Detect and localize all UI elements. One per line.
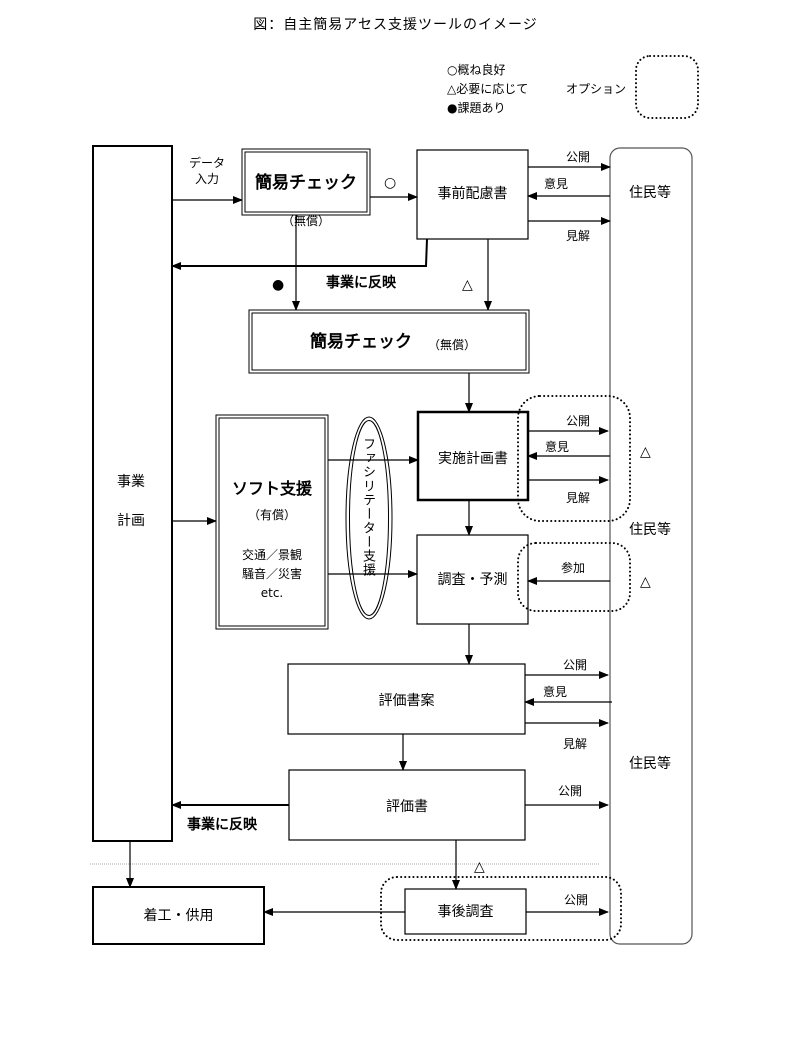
mark-issue: ●: [272, 277, 285, 293]
construction-box: [92, 886, 265, 945]
survey-label: 調査・予測: [437, 572, 508, 588]
facilitator-label: ファシリテーター支援: [360, 437, 375, 577]
legend-option-label: オプション: [566, 82, 627, 96]
option-region-impl: [517, 395, 631, 522]
soft-support-item-3: etc.: [260, 586, 284, 600]
data-input-label-2: 入力: [194, 172, 219, 186]
facilitator-ellipse: [345, 416, 393, 620]
simple-check-1-label: 簡易チェック: [255, 173, 357, 193]
legend-good: ○概ね良好: [447, 63, 506, 77]
soft-support-label: ソフト支援: [231, 479, 312, 498]
business-plan-label-2: 計画: [117, 513, 145, 529]
eval-draft-label: 評価書案: [378, 693, 435, 709]
option-region-survey: [517, 542, 631, 612]
mark-good: ○: [384, 175, 397, 191]
impl-plan-box: [416, 410, 530, 502]
draft-publish-label: 公開: [563, 658, 588, 672]
reflect-label-bottom: 事業に反映: [187, 817, 257, 833]
business-plan-label-1: 事業: [117, 474, 145, 490]
impl-view-label: 見解: [566, 491, 591, 505]
simple-check-2-box: [248, 309, 530, 374]
prior-view-label: 見解: [566, 229, 591, 243]
prior-publish-label: 公開: [566, 150, 591, 164]
soft-support-box: [215, 414, 329, 630]
post-survey-label: 事後調査: [437, 904, 494, 920]
simple-check-2-sub: （無償）: [428, 338, 477, 352]
option-region-post: [380, 876, 622, 941]
impl-plan-label: 実施計画書: [438, 451, 508, 467]
simple-check-1-sub: （無償）: [281, 214, 330, 228]
legend-issue: ●課題あり: [447, 101, 506, 115]
simple-check-2-label: 簡易チェック: [310, 332, 412, 352]
draft-opinion-label: 意見: [543, 685, 568, 699]
eval-draft-box: [287, 663, 526, 735]
survey-participate-label: 参加: [561, 561, 586, 575]
impl-opinion-label: 意見: [545, 440, 570, 454]
residents-label-2: 住民等: [629, 522, 671, 538]
diagram-title: 図：自主簡易アセス支援ツールのイメージ: [253, 17, 538, 33]
impl-publish-label: 公開: [566, 414, 591, 428]
legend-option-box: [635, 55, 699, 119]
reflect-label-top: 事業に反映: [326, 275, 396, 291]
residents-label-3: 住民等: [629, 756, 671, 772]
mark-as-needed-post: △: [474, 859, 485, 875]
soft-support-item-2: 騒音／災害: [241, 567, 302, 581]
legend-as-needed: △必要に応じて: [447, 82, 529, 96]
construction-label: 着工・供用: [143, 908, 214, 924]
arrow-prior-reflect: [171, 238, 428, 270]
data-input-label-1: データ: [188, 156, 225, 170]
mark-as-needed-survey: △: [640, 574, 651, 590]
soft-support-item-1: 交通／景観: [241, 548, 302, 562]
eval-publish-label: 公開: [558, 784, 583, 798]
simple-check-1-box: [241, 148, 371, 216]
mark-as-needed-impl: △: [640, 444, 651, 460]
prior-opinion-label: 意見: [544, 177, 569, 191]
post-survey-box: [404, 888, 527, 935]
residents-box: [609, 147, 693, 945]
business-plan-box: [92, 145, 173, 842]
soft-support-sub: （有償）: [247, 508, 296, 522]
survey-box: [416, 534, 529, 625]
residents-label-1: 住民等: [629, 185, 671, 201]
eval-doc-label: 評価書: [386, 799, 428, 815]
mark-as-needed-check2: △: [462, 277, 473, 293]
prior-doc-label: 事前配慮書: [437, 186, 508, 202]
draft-view-label: 見解: [563, 737, 588, 751]
post-publish-label: 公開: [564, 893, 589, 907]
